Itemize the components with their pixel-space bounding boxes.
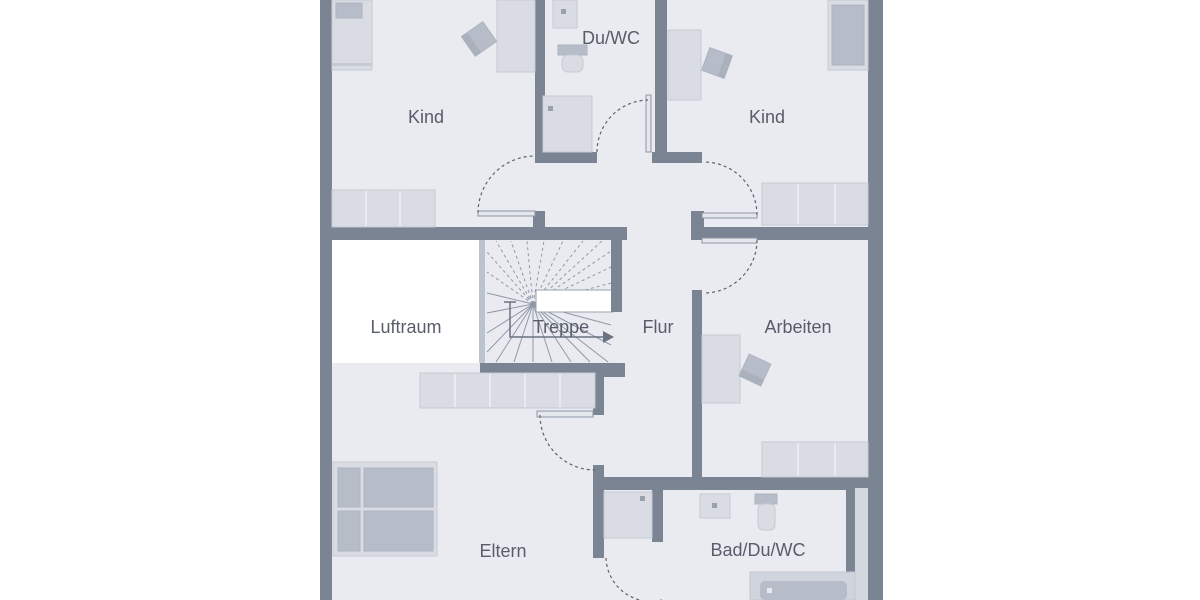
- wall-door-nub: [533, 211, 545, 228]
- mattress: [363, 510, 434, 552]
- wardrobe-eltern: [419, 372, 596, 409]
- room-label-flur: Flur: [643, 317, 674, 337]
- door-arc-arbeiten: [703, 239, 758, 294]
- wall-a-left: [320, 227, 627, 240]
- door-leaf-eltern: [536, 410, 594, 418]
- room-label-bad-du-wc: Bad/Du/WC: [710, 540, 805, 560]
- doors: [477, 94, 758, 600]
- wall-flur-arbeiten: [692, 290, 702, 480]
- pillow: [335, 2, 363, 19]
- room-label-kind-right: Kind: [749, 107, 785, 127]
- outer-wall-right: [868, 0, 883, 600]
- outer-wall-left: [320, 0, 332, 600]
- desk-kind-left: [496, 0, 536, 73]
- desk-arbeiten: [701, 334, 741, 404]
- pillow: [337, 510, 361, 552]
- luftraum-stair-divider: [479, 240, 485, 363]
- wall-shower-east: [652, 490, 663, 542]
- door-leaf-arbeiten: [701, 237, 758, 244]
- wardrobe-arbeiten: [761, 441, 869, 478]
- door-arc-eltern: [539, 414, 596, 471]
- drain: [767, 588, 772, 593]
- bathtub-bad: [749, 571, 856, 600]
- desk-kind-right: [667, 29, 702, 101]
- door-arc-kind-right: [703, 161, 758, 216]
- wall-eltern-stub-upper: [593, 363, 604, 415]
- wall-duwc-kindright: [655, 0, 667, 157]
- bed-kind-right: [827, 0, 869, 71]
- mattress: [363, 467, 434, 508]
- stair-direction-arrow: [504, 301, 614, 343]
- wall-jog-kindright: [652, 152, 702, 163]
- luftraum-void: [332, 240, 479, 363]
- wardrobe-kind-right: [761, 182, 869, 226]
- double-bed-eltern: [332, 461, 438, 557]
- pillow: [337, 467, 361, 508]
- door-leaf-duwc: [645, 94, 652, 153]
- chair-kind-left: [460, 21, 498, 57]
- wall-a-right: [691, 227, 872, 240]
- room-label-arbeiten: Arbeiten: [764, 317, 831, 337]
- room-label-treppe: Treppe: [533, 317, 589, 337]
- installation-shaft: [855, 488, 868, 600]
- wall-bad-inner-east: [846, 488, 855, 600]
- door-arc-kind-left: [477, 155, 536, 214]
- shower-bad: [603, 491, 653, 539]
- room-labels: Kind Du/WC Kind Luftraum Treppe Flur Arb…: [370, 28, 831, 561]
- washbasin-bad: [699, 493, 731, 519]
- wall-duwc-bottom: [535, 152, 597, 163]
- wall-eltern-stub-lower: [593, 465, 604, 558]
- room-label-du-wc: Du/WC: [582, 28, 640, 48]
- wall-stair-east: [611, 238, 622, 312]
- chair-kind-right: [700, 46, 734, 80]
- wall-kindleft-duwc: [535, 0, 545, 157]
- chair-arbeiten: [738, 353, 772, 387]
- furniture: [331, 0, 869, 600]
- wardrobe-kind-left: [331, 189, 436, 228]
- bed-kind-left: [331, 0, 373, 71]
- stair-landing: [535, 289, 614, 313]
- shower-duwc: [542, 95, 593, 153]
- door-leaf-kind-right: [701, 212, 758, 219]
- room-label-eltern: Eltern: [479, 541, 526, 561]
- wc-duwc: [557, 44, 588, 73]
- door-leaf-kind-left: [477, 210, 536, 217]
- wc-bad: [754, 493, 778, 531]
- walls: [320, 0, 883, 600]
- wall-bad-top: [603, 477, 872, 490]
- room-label-kind-left: Kind: [408, 107, 444, 127]
- room-label-luftraum: Luftraum: [370, 317, 441, 337]
- washbasin-duwc: [552, 0, 578, 29]
